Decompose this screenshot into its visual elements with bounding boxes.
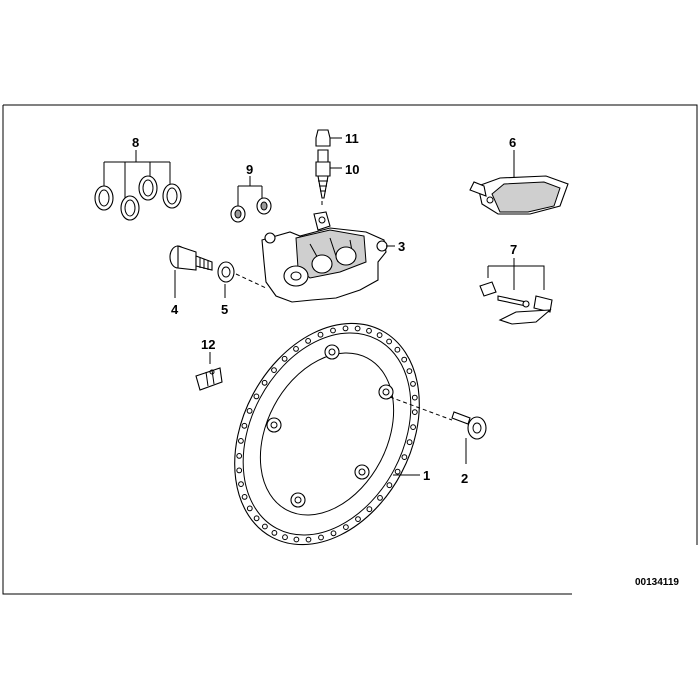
- disc-hole: [401, 454, 408, 461]
- callout-3: 3: [398, 239, 405, 254]
- callout-2: 2: [461, 471, 468, 486]
- disc-hole: [246, 408, 253, 414]
- washer: [217, 261, 235, 298]
- disc-hole: [410, 381, 416, 387]
- disc-hole: [271, 367, 277, 374]
- callout-9: 9: [246, 162, 253, 177]
- disc-hole: [282, 534, 288, 541]
- reference-number: 00134119: [635, 577, 679, 588]
- disc-hole: [246, 505, 253, 512]
- callout-7: 7: [510, 242, 517, 257]
- disc-hole: [394, 468, 401, 475]
- disc-hole: [406, 439, 413, 446]
- disc-hole: [406, 368, 413, 375]
- callout-12: 12: [201, 337, 215, 352]
- disc-hole: [241, 422, 248, 429]
- disc-hole: [394, 346, 401, 353]
- bleeder-cap: [315, 129, 342, 147]
- disc-hole: [318, 534, 324, 541]
- disc-hole: [262, 523, 268, 530]
- callout-6: 6: [509, 135, 516, 150]
- disc-hole: [305, 338, 312, 344]
- disc-hole: [401, 356, 408, 363]
- callout-1: 1: [423, 468, 430, 483]
- disc-hole: [386, 482, 393, 489]
- disc-hole: [317, 331, 324, 338]
- disc-hole: [411, 409, 418, 416]
- disc-hole: [410, 424, 417, 431]
- disc-hole: [236, 453, 243, 459]
- callout-5: 5: [221, 302, 228, 317]
- disc-hole: [355, 516, 361, 522]
- bleeder-valve: [315, 149, 342, 199]
- disc-hole: [253, 515, 260, 522]
- brake-pads: [469, 150, 569, 215]
- disc-hole: [354, 325, 361, 332]
- callout-11: 11: [345, 131, 359, 146]
- disc-hole: [305, 536, 312, 543]
- disc-hole: [253, 393, 260, 400]
- disc-hole: [376, 332, 383, 339]
- disc-hole: [377, 495, 383, 501]
- disc-hole: [261, 379, 268, 386]
- disc-hole: [330, 530, 337, 537]
- disc-hole: [238, 481, 244, 488]
- brake-caliper: [261, 175, 395, 303]
- disc-hole: [236, 467, 243, 474]
- disc-holes: [236, 325, 418, 543]
- callout-8: 8: [132, 135, 139, 150]
- disc-hole: [342, 325, 349, 332]
- disc-hole: [241, 494, 248, 500]
- disc-hole: [238, 438, 244, 444]
- caliper-bolt: [169, 245, 267, 298]
- pad-retaining-kit: [479, 258, 553, 325]
- callout-10: 10: [345, 162, 359, 177]
- disc-hole: [271, 530, 278, 536]
- guide-sleeves: [230, 176, 272, 223]
- disc-hole: [293, 346, 299, 352]
- disc-hole: [330, 327, 336, 334]
- disc-hole: [386, 338, 393, 345]
- brake-disc: [234, 322, 420, 546]
- disc-hole: [281, 355, 288, 362]
- diagram-frame: [2, 104, 698, 595]
- disc-bolt: [389, 396, 487, 464]
- clip: [195, 352, 223, 391]
- callout-4: 4: [171, 302, 179, 317]
- disc-hole: [366, 506, 373, 513]
- seal-rings: [94, 150, 182, 221]
- disc-hole: [366, 327, 372, 334]
- disc-hole: [411, 394, 418, 401]
- disc-hole: [293, 536, 300, 543]
- disc-hole: [343, 524, 349, 530]
